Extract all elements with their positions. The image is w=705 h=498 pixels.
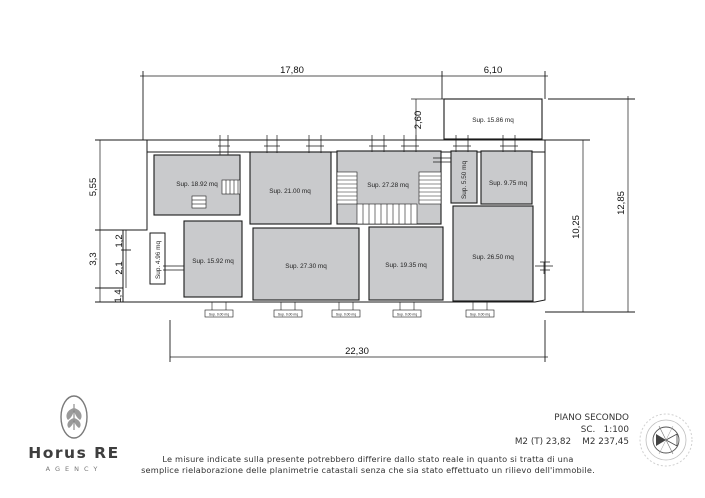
dim-right-inner: 10,25 xyxy=(571,215,582,239)
balcony-group: Sup. 0.00 mq Sup. 0.00 mq Sup. 0.00 mq S… xyxy=(204,302,495,318)
scale-label: SC. 1:100 xyxy=(580,425,629,435)
floor-label: PIANO SECONDO xyxy=(554,413,629,423)
dim-top-main: 17,80 xyxy=(280,65,304,76)
dim-top-right: 6,10 xyxy=(484,65,503,76)
compass-icon xyxy=(639,413,693,467)
balcony-5-label: Sup. 0.00 mq xyxy=(470,313,490,317)
room-19-35 xyxy=(368,226,444,301)
room-4-96 xyxy=(149,232,166,285)
room-label: Sup. 21.00 mq xyxy=(269,188,311,195)
staircase-main xyxy=(336,171,442,225)
disclaimer: Le misure indicate sulla presente potreb… xyxy=(118,454,618,476)
room-label: Sup. 26.50 mq xyxy=(472,254,514,261)
balcony-4 xyxy=(392,309,422,318)
dim-left-lower: 1,4 xyxy=(113,289,124,302)
balcony-3 xyxy=(331,309,361,318)
balcony-1-label: Sup. 0.00 mq xyxy=(209,313,229,317)
balcony-3-label: Sup. 0.00 mq xyxy=(336,313,356,317)
disclaimer-line-2: semplice rielaborazione delle planimetri… xyxy=(141,465,595,475)
brand-logo: Horus RE AGENCY xyxy=(18,392,130,482)
window-marks xyxy=(163,135,553,274)
room-26-50 xyxy=(452,205,534,302)
room-label: Sup. 15.92 mq xyxy=(192,258,234,265)
room-15-92 xyxy=(183,220,243,298)
dim-left-mid-a: 1,2 xyxy=(114,234,125,247)
room-label: Sup. 9.75 mq xyxy=(489,180,527,187)
dim-left-upper: 5,55 xyxy=(88,178,99,197)
disclaimer-line-1: Le misure indicate sulla presente potreb… xyxy=(162,454,574,464)
room-21-00 xyxy=(249,151,332,225)
room-9-75 xyxy=(480,150,533,205)
dimension-lines xyxy=(95,71,635,362)
dim-bottom: 22,30 xyxy=(345,346,369,357)
brand-name: Horus RE xyxy=(28,444,120,462)
room-5-50 xyxy=(450,150,478,204)
room-label: Sup. 27.30 mq xyxy=(285,263,327,270)
balcony-5 xyxy=(465,309,495,318)
room-label: Sup. 19.35 mq xyxy=(385,262,427,269)
dim-left-mid: 3,3 xyxy=(88,252,99,265)
terrace xyxy=(443,98,543,140)
room-label: Sup. 15.86 mq xyxy=(472,117,514,124)
dim-left-mid-b: 2,1 xyxy=(114,261,125,274)
leaf-emblem-icon xyxy=(60,395,88,439)
floor-plan: Sup. 0.00 mq Sup. 0.00 mq Sup. 0.00 mq S… xyxy=(88,65,635,362)
area-label: M2 (T) 23,82 M2 237,45 xyxy=(514,437,629,447)
balcony-2 xyxy=(273,309,303,318)
room-label: Sup. 4.96 mq xyxy=(155,241,162,279)
dim-right-outer: 12,85 xyxy=(616,191,627,215)
plan-info: PIANO SECONDO SC. 1:100 M2 (T) 23,82 M2 … xyxy=(515,412,629,448)
room-label: Sup. 27.28 mq xyxy=(367,182,409,189)
room-27-30 xyxy=(252,227,360,301)
balcony-1 xyxy=(204,309,234,318)
balcony-2-label: Sup. 0.00 mq xyxy=(278,313,298,317)
room-label: Sup. 18.92 mq xyxy=(176,181,218,188)
room-label: Sup. 5.50 mq xyxy=(461,161,468,199)
balcony-4-label: Sup. 0.00 mq xyxy=(397,313,417,317)
brand-subtitle: AGENCY xyxy=(45,465,103,473)
dim-terrace-depth: 2,60 xyxy=(413,111,424,130)
staircase-left xyxy=(191,179,241,209)
